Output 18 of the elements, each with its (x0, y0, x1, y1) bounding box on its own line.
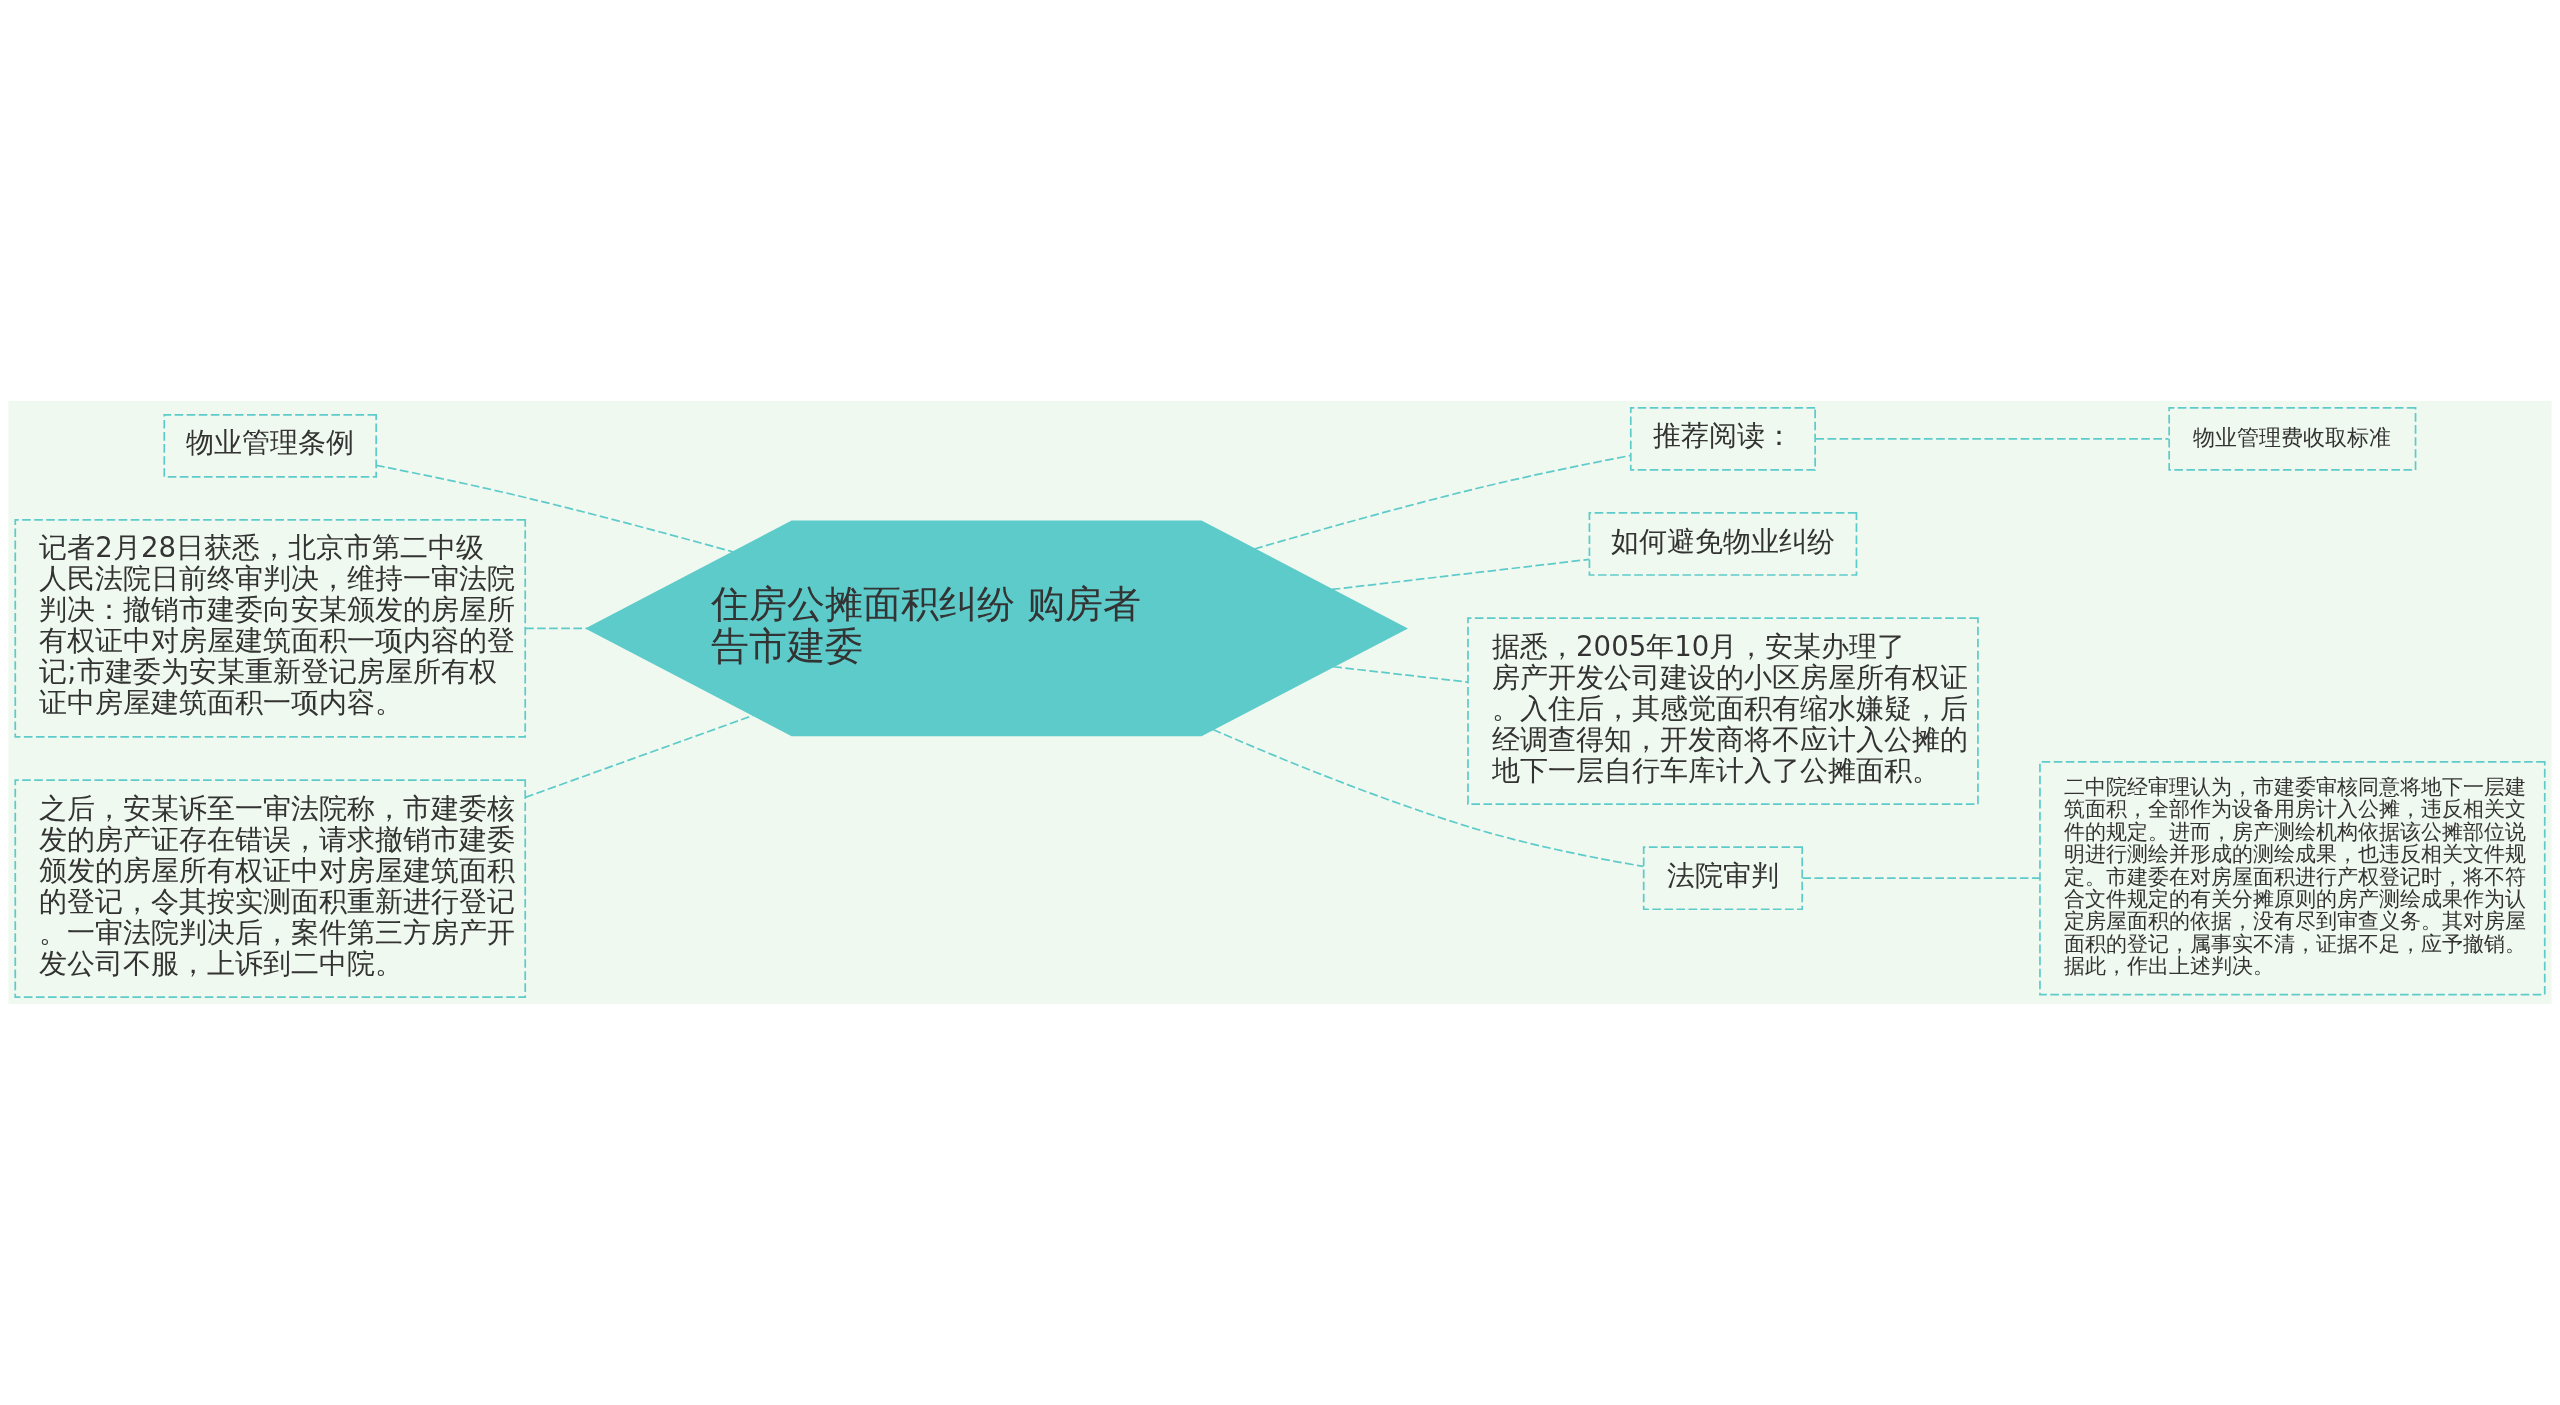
connector (375, 464, 734, 553)
node-box: 法院审判 (1642, 846, 1804, 911)
node-box: 据悉，2005年10月，安某办理了房产开发公司建设的小区房屋所有权证。入住后，其感觉面积有缩水嫌疑，后经调查得知，开发商将不应计入公摊的地下一层自行车库计入了公摊面积。 (1467, 617, 1979, 805)
connector (1814, 438, 2170, 440)
node-box: 记者2月28日获悉，北京市第二中级人民法院日前终审判决，维持一审法院判决：撤销市建委向安某颁发的房屋所有权证中对房屋建筑面积一项内容的登记;市建委为安某重新登记房屋所有权证中房屋建筑面积一项内容。 (14, 519, 527, 738)
node-box: 之后，安某诉至一审法院称，市建委核发的房产证存在错误，请求撤销市建委颁发的房屋所有权证中对房屋建筑面积的登记，令其按实测面积重新进行登记。一审法院判决后，案件第三方房产开发公司不服，上诉到二中院。 (14, 779, 527, 998)
node-box: 物业管理费收取标准 (2168, 407, 2417, 471)
connector (1330, 558, 1591, 591)
node-box: 物业管理条例 (163, 413, 378, 478)
connector (524, 627, 588, 630)
node-box: 二中院经审理认为，市建委审核同意将地下一层建筑面积，全部作为设备用房计入公摊，违反相关文件的规定。进而，房产测绘机构依据该公摊部位说明进行测绘并形成的测绘成果，也违反相关文件规定。市建委在对房屋面积进行产权登记时，将不符合文件规定的有关分摊原则的房产测绘成果作为认定房屋面积的依据，没有尽到审查义务。其对房屋面积的登记，属事实不清，证据不足，应予撤销。据此，作出上述判决。 (2039, 761, 2546, 996)
connector (524, 714, 754, 799)
connector (1801, 877, 2041, 880)
connector (1332, 665, 1469, 683)
connector (1253, 454, 1632, 550)
connector (1212, 728, 1645, 868)
node-box: 推荐阅读： (1629, 407, 1816, 471)
node-box: 如何避免物业纠纷 (1588, 512, 1858, 576)
